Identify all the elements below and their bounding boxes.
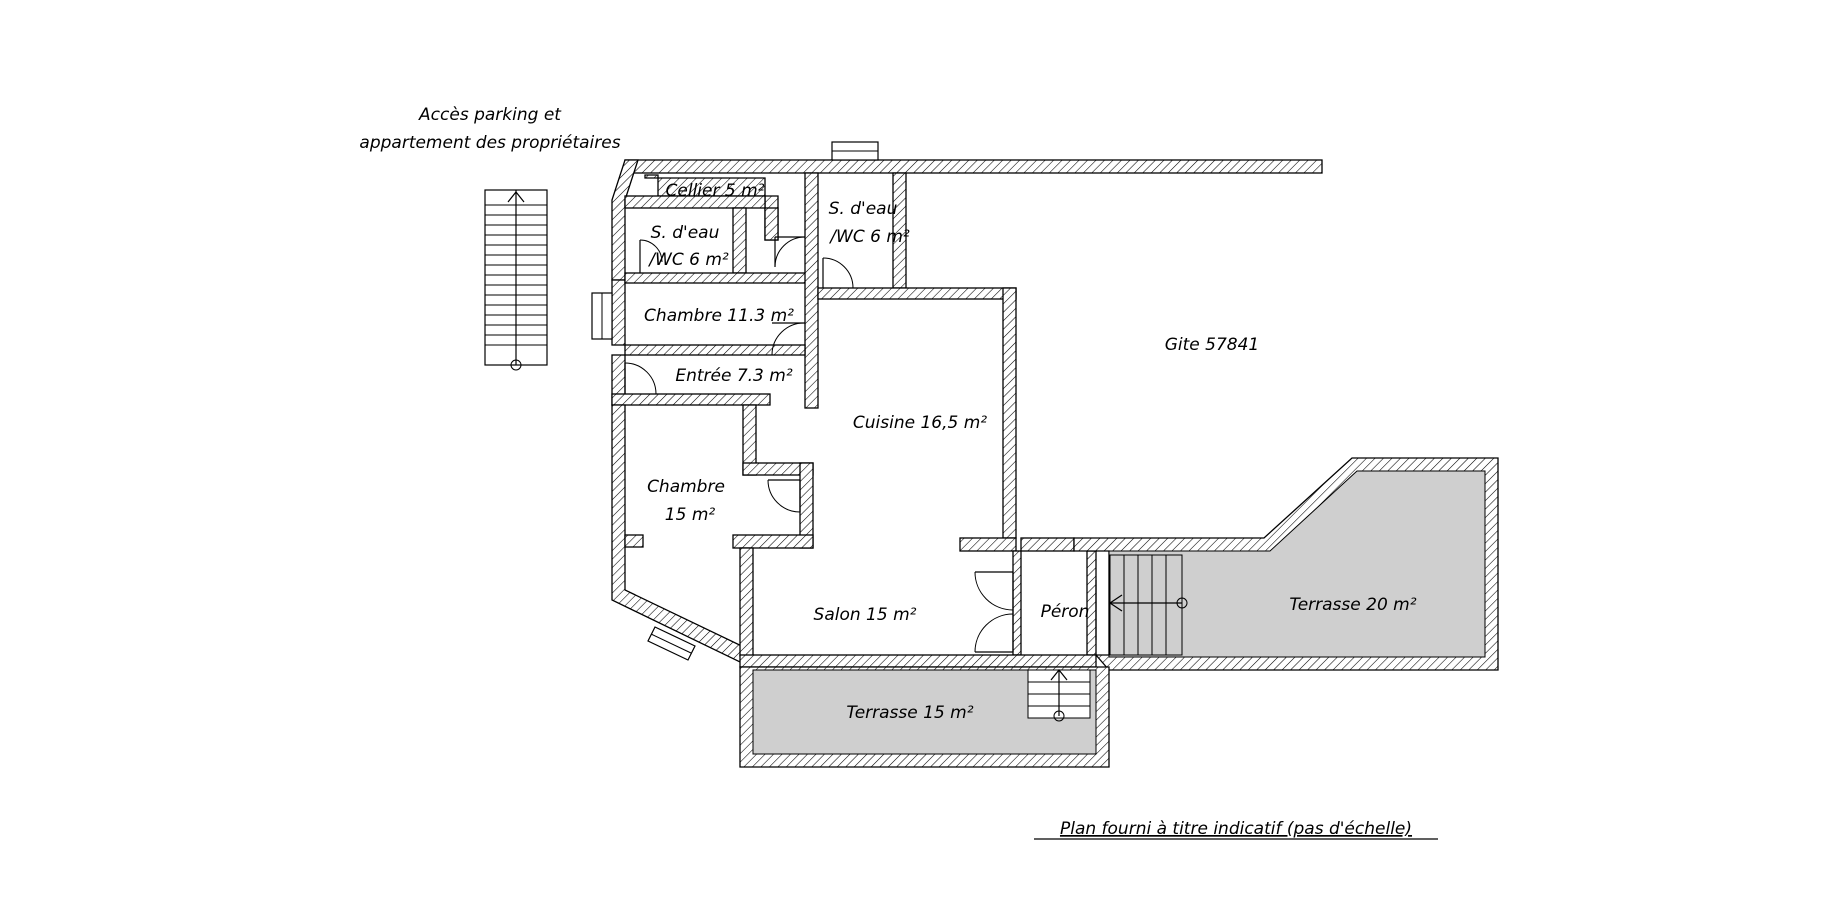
wall-center-vertical-top bbox=[804, 172, 819, 409]
room-label-entree: Entrée 7.3 m² bbox=[675, 366, 792, 386]
wall-left-upper bbox=[611, 279, 626, 346]
gite-id-label: Gite 57841 bbox=[1165, 335, 1260, 355]
stairs-exterior-parking bbox=[484, 189, 548, 371]
room-label-chambre-large-2: 15 m² bbox=[665, 505, 716, 525]
room-label-terrasse-south: Terrasse 15 m² bbox=[846, 703, 973, 723]
wall-left-slanted bbox=[611, 159, 639, 281]
room-label-salon: Salon 15 m² bbox=[814, 605, 917, 625]
access-label-line2: appartement des propriétaires bbox=[359, 133, 620, 153]
room-label-sdeau-right-2: /WC 6 m² bbox=[828, 227, 910, 247]
wall-sdeau-left-bottom bbox=[624, 272, 811, 284]
stairs-terrace-south bbox=[1027, 669, 1091, 722]
wall-cellier-step bbox=[764, 207, 779, 241]
wall-chambre-large-stub bbox=[624, 534, 644, 548]
room-label-sdeau-left-1: S. d'eau bbox=[651, 223, 720, 243]
wall-peron-top bbox=[1020, 537, 1075, 552]
wall-chambre-large-left bbox=[611, 404, 752, 663]
wall-top-exterior bbox=[624, 159, 1323, 174]
room-label-chambre-small: Chambre 11.3 m² bbox=[644, 306, 794, 326]
wall-entree-bottom bbox=[611, 393, 771, 406]
wall-cuisine-right bbox=[1002, 287, 1017, 539]
wall-sdeau-left-right bbox=[732, 207, 747, 274]
doors bbox=[624, 236, 1097, 653]
room-label-cellier: Cellier 5 m² bbox=[666, 181, 765, 201]
stairs-terrace-east bbox=[1108, 554, 1188, 656]
wall-chambre-small-bottom bbox=[624, 344, 806, 356]
access-label-line1: Accès parking et bbox=[418, 105, 562, 125]
wall-chambre-large-bottom bbox=[732, 534, 814, 549]
wall-salon-bottom bbox=[739, 654, 1097, 668]
room-label-terrasse-east: Terrasse 20 m² bbox=[1289, 595, 1416, 615]
wall-cuisine-salon-divider bbox=[959, 537, 1017, 552]
terrace-east-floor bbox=[1108, 470, 1486, 658]
wall-cellier-floor bbox=[624, 195, 766, 209]
room-label-sdeau-left-2: /WC 6 m² bbox=[647, 250, 729, 270]
wall-salon-left bbox=[739, 547, 754, 657]
room-label-sdeau-right-1: S. d'eau bbox=[829, 199, 898, 219]
room-label-cuisine: Cuisine 16,5 m² bbox=[853, 413, 987, 433]
room-label-chambre-large-1: Chambre bbox=[647, 477, 725, 497]
disclaimer-note: Plan fourni à titre indicatif (pas d'éch… bbox=[1060, 819, 1412, 839]
wall-peron-left bbox=[1012, 550, 1022, 656]
wall-sdeau-right-bottom bbox=[817, 287, 1017, 300]
room-label-peron: Péron bbox=[1041, 602, 1090, 622]
